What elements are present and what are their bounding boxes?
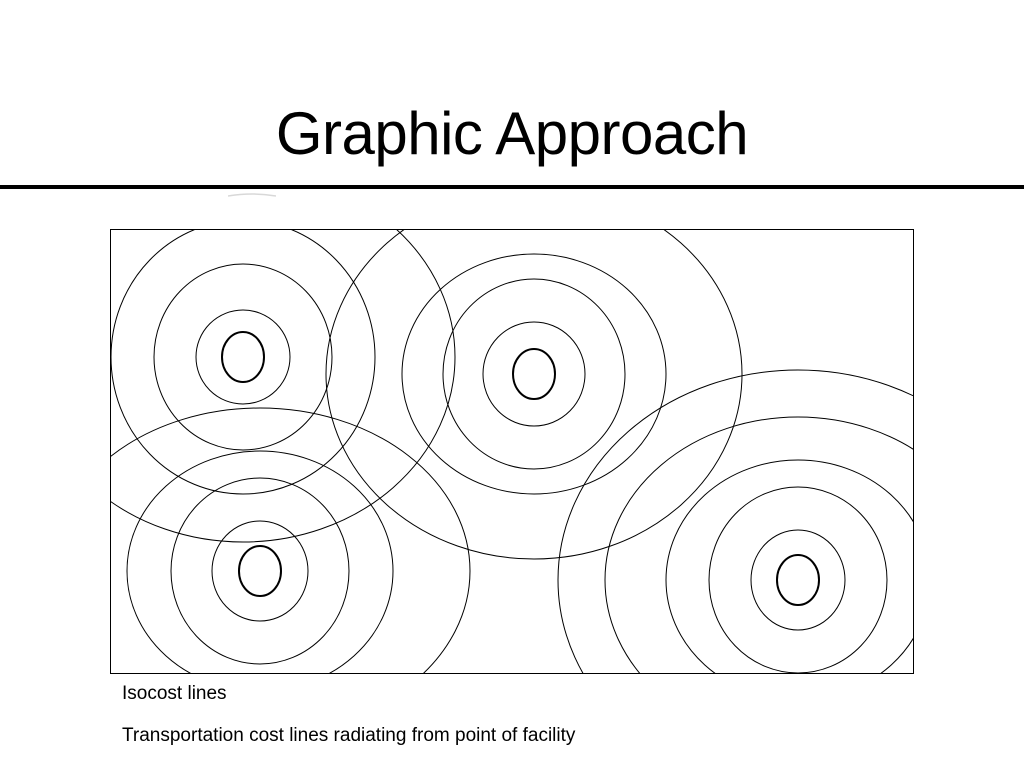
title-divider: [0, 185, 1024, 189]
isocost-ring: [170, 477, 350, 665]
isocost-ring: [110, 229, 376, 495]
diagram-frame: [110, 229, 914, 674]
isocost-ring: [482, 321, 586, 427]
slide-title: Graphic Approach: [275, 100, 749, 167]
isocost-group-top-left: [110, 229, 456, 543]
isocost-ring: [195, 309, 291, 405]
isocost-ring: [211, 520, 309, 622]
isocost-ring: [442, 278, 626, 470]
isocost-ring: [126, 450, 394, 674]
isocost-ring: [325, 229, 743, 560]
facility-point: [221, 331, 265, 383]
facility-point: [776, 554, 820, 606]
isocost-ring: [110, 407, 471, 674]
facility-point: [238, 545, 282, 597]
isocost-ring: [750, 529, 846, 631]
isocost-group-bottom-left: [110, 407, 471, 674]
facility-point: [512, 348, 556, 400]
isocost-ring: [401, 253, 667, 495]
isocost-ring: [665, 459, 914, 674]
isocost-ring: [708, 486, 888, 674]
decorative-smudge: [228, 193, 276, 197]
isocost-ring: [604, 416, 914, 674]
isocost-ring: [110, 229, 456, 543]
isocost-ring: [153, 263, 333, 451]
caption-isocost-lines: Isocost lines: [122, 683, 227, 704]
isocost-group-bottom-right: [557, 369, 914, 674]
caption-transportation-cost: Transportation cost lines radiating from…: [122, 725, 576, 746]
isocost-group-top-center: [325, 229, 743, 560]
isocost-diagram: [110, 229, 914, 674]
isocost-ring: [557, 369, 914, 674]
